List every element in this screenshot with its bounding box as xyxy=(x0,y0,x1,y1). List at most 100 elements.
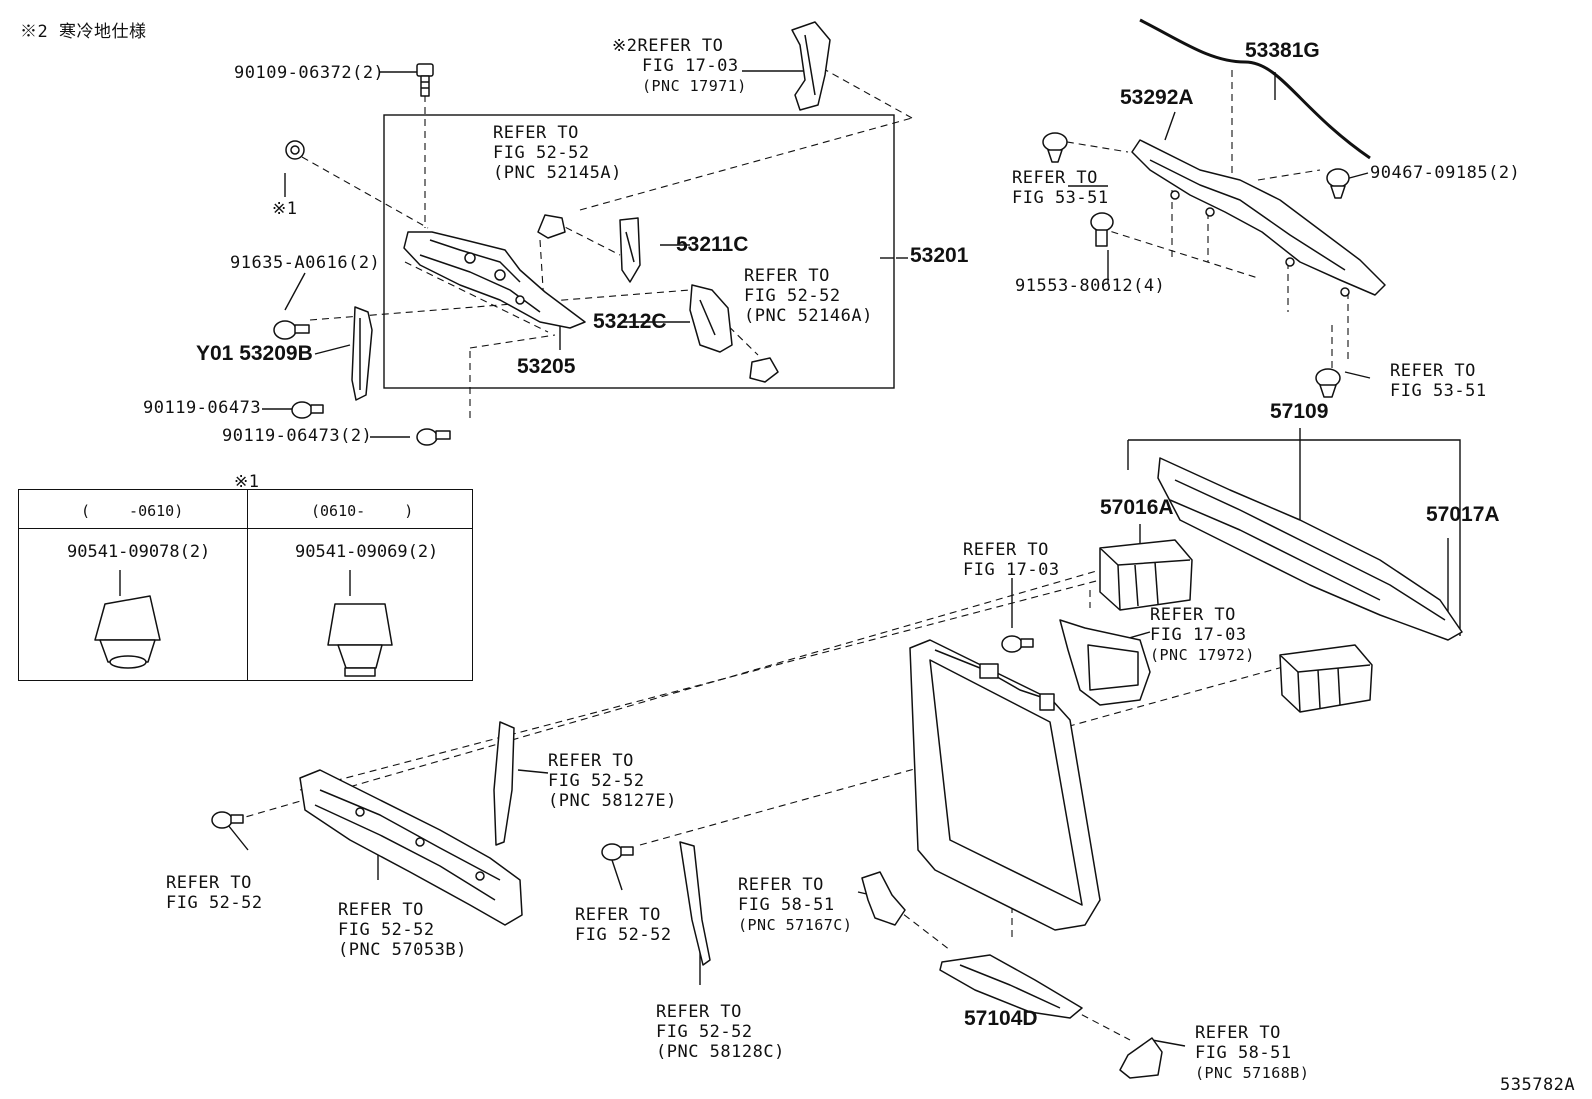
bolt-90109 xyxy=(416,63,434,97)
refer-line3: (PNC 17972) xyxy=(1150,646,1255,664)
refer-line1: REFER TO xyxy=(166,873,252,893)
label-90467-09185: 90467-09185(2) xyxy=(1370,163,1521,183)
refer-line1: REFER TO xyxy=(656,1002,742,1022)
refer-line2: FIG 52-52 xyxy=(548,771,645,791)
bracket-57168b-ref xyxy=(1119,1037,1163,1079)
baffle-57109 xyxy=(1157,457,1463,641)
cover-57104d xyxy=(939,954,1083,1019)
inset-col1-range: ( -0610) xyxy=(81,502,184,520)
inset-col1-part: 90541-09078(2) xyxy=(67,542,211,562)
refer-fig-52-52-b: REFER TO FIG 52-52 (PNC 52146A) xyxy=(744,266,873,326)
bracket-53212c xyxy=(689,284,733,353)
refer-line2: FIG 17-03 xyxy=(963,560,1060,580)
bracket-57109 xyxy=(1128,439,1461,636)
label-53201: 53201 xyxy=(910,244,969,267)
refer-line2: FIG 52-52 xyxy=(656,1022,753,1042)
refer-line3: (PNC 52145A) xyxy=(493,163,622,183)
clip-part-1 xyxy=(285,140,305,160)
refer-fig-58-51-a: REFER TO FIG 58-51 (PNC 57167C) xyxy=(738,875,852,935)
bolt-91553 xyxy=(1090,212,1114,247)
refer-line2: FIG 53-51 xyxy=(1012,188,1109,208)
duct-57016a xyxy=(1099,539,1193,611)
radiator xyxy=(909,639,1101,931)
bracket-57167c-ref xyxy=(861,871,906,926)
bolt-17-03 xyxy=(1001,635,1034,653)
refer-line2: FIG 17-03 xyxy=(1150,625,1247,645)
inset-marker: ※1 xyxy=(234,472,260,492)
refer-line3: (PNC 58128C) xyxy=(656,1042,785,1062)
bolt-52-52-a xyxy=(211,811,244,829)
clip-90467 xyxy=(1326,168,1350,199)
refer-fig-52-52-a: REFER TO FIG 52-52 (PNC 52145A) xyxy=(493,123,622,183)
refer-line3: (PNC 57168B) xyxy=(1195,1064,1310,1082)
label-90119-06473-a: 90119-06473 xyxy=(143,398,262,418)
duct-57017a xyxy=(1279,644,1373,713)
bolt-90119-b xyxy=(416,428,451,446)
refer-line1: REFER TO xyxy=(744,266,830,286)
refer-fig-52-52-f: REFER TO FIG 52-52 xyxy=(575,905,672,945)
label-note-1: ※1 xyxy=(272,199,298,219)
clip-53-51-b xyxy=(1315,368,1341,398)
support-57053b xyxy=(299,769,523,926)
refer-line2: FIG 53-51 xyxy=(1390,381,1487,401)
refer-line2: FIG 58-51 xyxy=(738,895,835,915)
panel-53292a xyxy=(1131,139,1386,297)
refer-fig-17-03-top: ※2REFER TO FIG 17-03 (PNC 17971) xyxy=(612,36,747,96)
bracket-58128c-ref xyxy=(679,841,711,966)
bracket-53209b xyxy=(351,306,373,401)
inset-col2-part: 90541-09069(2) xyxy=(295,542,439,562)
refer-line1: REFER TO xyxy=(493,123,579,143)
refer-line3: (PNC 52146A) xyxy=(744,306,873,326)
refer-line1: REFER TO xyxy=(1195,1023,1281,1043)
label-57104d: 57104D xyxy=(964,1007,1038,1030)
bracket-53211c xyxy=(619,217,641,283)
refer-line2: FIG 52-52 xyxy=(166,893,263,913)
refer-line1: REFER TO xyxy=(637,36,724,56)
refer-fig-17-03-mid: REFER TO FIG 17-03 xyxy=(963,540,1060,580)
label-90109-06372: 90109-06372(2) xyxy=(234,63,385,83)
refer-line2: FIG 58-51 xyxy=(1195,1043,1292,1063)
label-91635-a0616: 91635-A0616(2) xyxy=(230,253,381,273)
label-91553-80612: 91553-80612(4) xyxy=(1015,276,1166,296)
label-57016a: 57016A xyxy=(1100,496,1174,519)
note-2-marker: ※2 xyxy=(612,36,638,56)
refer-line3: (PNC 57167C) xyxy=(738,916,853,934)
refer-line3: (PNC 17971) xyxy=(642,77,747,95)
bracket-17971-ref xyxy=(791,21,831,111)
refer-fig-53-51-a: REFER TO FIG 53-51 xyxy=(1012,168,1109,208)
refer-line2: FIG 52-52 xyxy=(575,925,672,945)
refer-line2: FIG 52-52 xyxy=(338,920,435,940)
bracket-52146a-ref xyxy=(749,357,779,383)
refer-fig-58-51-b: REFER TO FIG 58-51 (PNC 57168B) xyxy=(1195,1023,1309,1083)
clip-90541-09069 xyxy=(327,603,393,677)
bracket-17972-ref xyxy=(1059,619,1151,706)
inset-table: ( -0610) (0610- ) 90541-09078(2) 90541-0… xyxy=(18,489,473,681)
refer-line1: REFER TO xyxy=(963,540,1049,560)
refer-fig-53-51-b: REFER TO FIG 53-51 xyxy=(1390,361,1487,401)
refer-fig-52-52-e: REFER TO FIG 52-52 (PNC 57053B) xyxy=(338,900,467,960)
bolt-90119-a xyxy=(291,401,324,419)
refer-fig-52-52-c: REFER TO FIG 52-52 (PNC 58127E) xyxy=(548,751,677,811)
refer-line1: REFER TO xyxy=(738,875,824,895)
clip-53-51-a xyxy=(1042,132,1068,163)
bolt-91635 xyxy=(273,320,310,340)
refer-line2: FIG 52-52 xyxy=(744,286,841,306)
bolt-52-52-b xyxy=(601,843,634,861)
refer-line1: REFER TO xyxy=(1150,605,1236,625)
refer-fig-52-52-d: REFER TO FIG 52-52 xyxy=(166,873,263,913)
label-53209b: Y01 53209B xyxy=(196,342,313,365)
footer-code: 535782A xyxy=(1500,1075,1576,1095)
support-53205 xyxy=(403,231,586,329)
label-53211c: 53211C xyxy=(676,233,749,256)
inset-col2-range: (0610- ) xyxy=(311,502,414,520)
bracket-52145a-ref xyxy=(537,214,566,239)
label-53205: 53205 xyxy=(517,355,576,378)
seal-53381g xyxy=(1139,18,1371,160)
bracket-58127e-ref xyxy=(493,721,515,846)
label-53381g: 53381G xyxy=(1245,39,1320,62)
refer-line2: FIG 17-03 xyxy=(642,56,739,76)
refer-line2: FIG 52-52 xyxy=(493,143,590,163)
refer-line3: (PNC 58127E) xyxy=(548,791,677,811)
clip-90541-09078 xyxy=(94,595,161,669)
refer-fig-52-52-g: REFER TO FIG 52-52 (PNC 58128C) xyxy=(656,1002,785,1062)
